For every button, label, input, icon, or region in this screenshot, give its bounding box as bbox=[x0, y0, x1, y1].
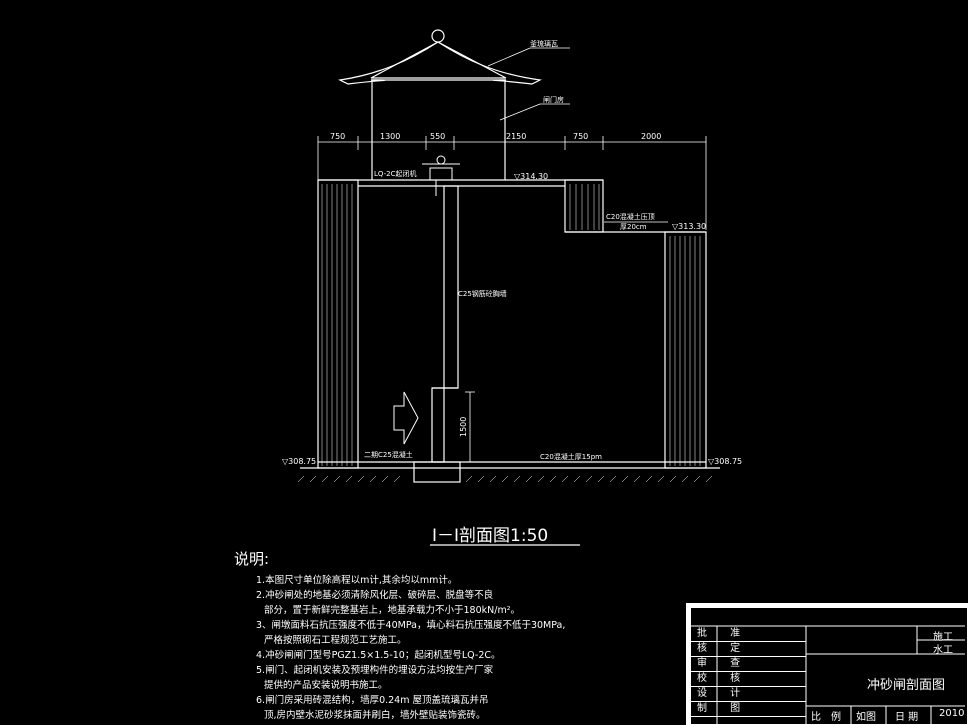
notes-heading: 说明: bbox=[234, 550, 270, 568]
masonry bbox=[300, 179, 720, 483]
title-row-label: 校 核 bbox=[697, 673, 751, 684]
title-row-label: 核 定 bbox=[697, 643, 751, 654]
floor-note-left: 二期C25混凝土 bbox=[364, 450, 413, 459]
note-line: 1.本图尺寸单位除高程以m计,其余均以mm计。 bbox=[256, 575, 458, 586]
title-row: 设 计 bbox=[691, 687, 806, 702]
date-value: 2010 bbox=[939, 708, 965, 719]
title-block-grid bbox=[691, 625, 965, 724]
note-line: 提供的产品安装说明书施工。 bbox=[264, 680, 388, 691]
title-row: 制 图 bbox=[691, 702, 806, 717]
title-row: 审 查 bbox=[691, 657, 806, 672]
elev-bottom-left: ▽308.75 bbox=[282, 457, 316, 466]
section-title: I－I剖面图1:50 bbox=[432, 526, 548, 546]
scale-label: 比 例 bbox=[811, 712, 841, 723]
dim-1500: 1500 bbox=[459, 417, 468, 437]
note-line: 部分，置于新鲜完整基岩上，地基承载力不小于180kN/m²。 bbox=[264, 605, 521, 616]
house-note: 闸门房 bbox=[543, 95, 564, 104]
note-line: 5.闸门、起闭机安装及预埋构件的埋设方法均按生产厂家 bbox=[256, 665, 494, 676]
note-line: 6.闸门房采用砖混结构，墙厚0.24m 屋顶盖琉璃瓦并吊 bbox=[256, 695, 489, 706]
elev-top: ▽314.30 bbox=[514, 172, 548, 181]
title-row-label: 审 查 bbox=[697, 658, 751, 669]
dim-label: 2150 bbox=[506, 132, 526, 141]
dim-1500-line bbox=[465, 391, 475, 463]
dim-label: 2000 bbox=[641, 132, 661, 141]
slab-note-1: C20混凝土压顶 bbox=[606, 212, 655, 221]
drawing-name: 冲砂闸剖面图 bbox=[867, 678, 946, 693]
note-line: 4.冲砂闸闸门型号PGZ1.5×1.5-10；起闭机型号LQ-2C。 bbox=[256, 650, 501, 661]
gate-house bbox=[371, 80, 506, 180]
dim-label: 550 bbox=[430, 132, 445, 141]
floor-note-right: C20混凝土厚15pm bbox=[540, 452, 602, 461]
dimension-line bbox=[317, 136, 707, 230]
title-row-label: 批 准 bbox=[697, 628, 751, 639]
notes-block: 说明: 1.本图尺寸单位除高程以m计,其余均以mm计。 2.冲砂闸处的地基必须清… bbox=[234, 548, 674, 723]
title-row-label: 设 计 bbox=[697, 688, 751, 699]
note-line: 顶,房内壁水泥砂浆抹面并刷白，墙外壁贴装饰瓷砖。 bbox=[264, 710, 486, 721]
note-line: 3、闸墩面料石抗压强度不低于40MPa，填心料石抗压强度不低于30MPa, bbox=[256, 620, 566, 631]
roof bbox=[338, 29, 543, 85]
hoist-note: LQ-2C起闭机 bbox=[374, 169, 416, 178]
title-row: 批 准 bbox=[691, 627, 806, 642]
scale-value: 如图 bbox=[856, 712, 876, 723]
roof-note: 釜琉璃瓦 bbox=[530, 39, 558, 48]
elev-slab: ▽313.30 bbox=[672, 222, 706, 231]
title-right-2: 水工 bbox=[933, 645, 953, 656]
title-row-label: 制 图 bbox=[697, 703, 751, 714]
date-label: 日 期 bbox=[895, 712, 919, 723]
dim-label: 750 bbox=[330, 132, 345, 141]
slab-note-2: 厚20cm bbox=[620, 223, 647, 231]
note-line: 严格按照砌石工程规范工艺施工。 bbox=[264, 635, 407, 646]
title-row: 校 核 bbox=[691, 672, 806, 687]
note-line: 2.冲砂闸处的地基必须清除风化层、破碎层、脱盘等不良 bbox=[256, 590, 494, 601]
title-right-1: 施工 bbox=[933, 632, 953, 643]
dim-label: 750 bbox=[573, 132, 588, 141]
leader-lines bbox=[487, 47, 668, 223]
elev-bottom-right: ▽308.75 bbox=[708, 457, 742, 466]
flow-arrow bbox=[393, 391, 419, 445]
roof-finial bbox=[431, 29, 445, 43]
dimension-labels: 750 1300 550 2150 750 2000 bbox=[330, 132, 661, 141]
title-block: 批 准 核 定 审 查 校 核 设 计 制 图 施工 水工 冲砂闸剖面图 比 例… bbox=[686, 603, 968, 725]
hatching bbox=[297, 184, 713, 483]
title-row: 核 定 bbox=[691, 642, 806, 657]
hoist-machine bbox=[422, 155, 460, 196]
wall-note: C25钢筋砼胸墙 bbox=[458, 289, 507, 298]
dim-label: 1300 bbox=[380, 132, 400, 141]
